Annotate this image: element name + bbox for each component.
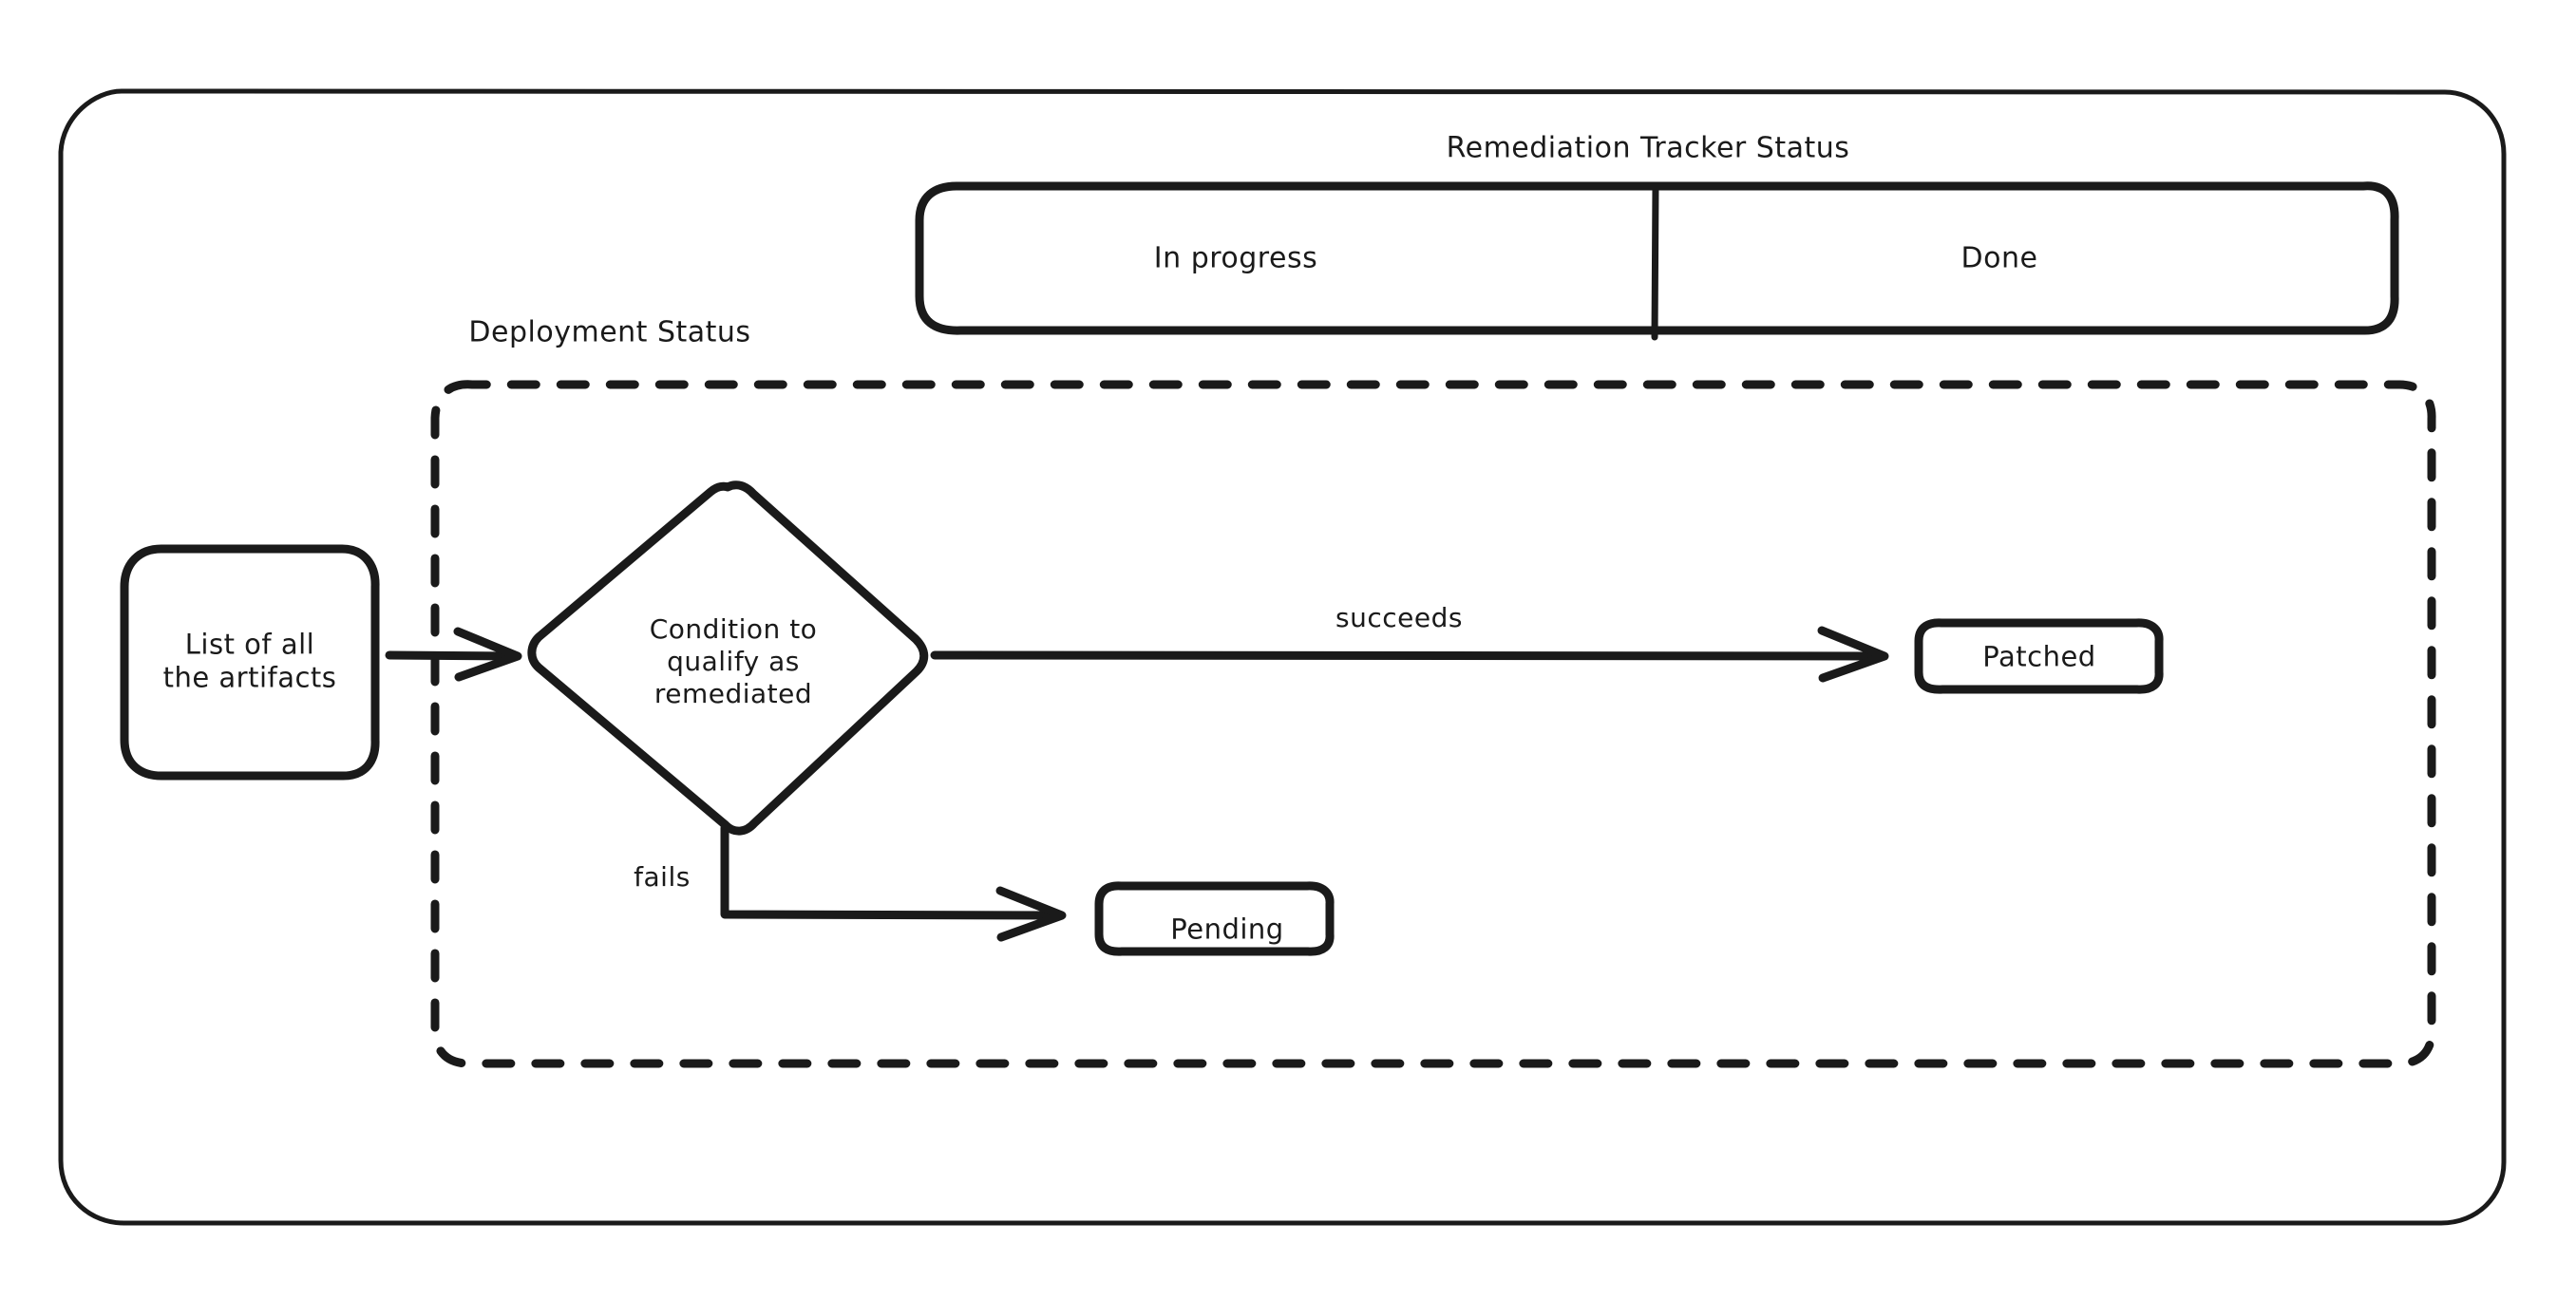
node-pending-shape[interactable] bbox=[1094, 881, 1335, 956]
edge-fails-arrowhead bbox=[995, 886, 1067, 942]
node-start-shape[interactable] bbox=[120, 544, 380, 781]
deployment-status-group-boundary bbox=[430, 380, 2436, 1068]
lane-container bbox=[915, 181, 2399, 335]
edge-succeeds-line bbox=[930, 650, 1881, 661]
lane-divider bbox=[1651, 183, 1659, 341]
node-decision-shape[interactable] bbox=[527, 480, 929, 836]
outer-frame bbox=[58, 88, 2507, 1226]
edge-succeeds-arrowhead bbox=[1817, 626, 1889, 683]
edge-fails-line bbox=[720, 823, 1059, 920]
edge-start-to-decision-arrowhead bbox=[453, 627, 522, 682]
node-patched-shape[interactable] bbox=[1914, 618, 2164, 694]
edge-start-to-decision-line bbox=[385, 650, 519, 661]
